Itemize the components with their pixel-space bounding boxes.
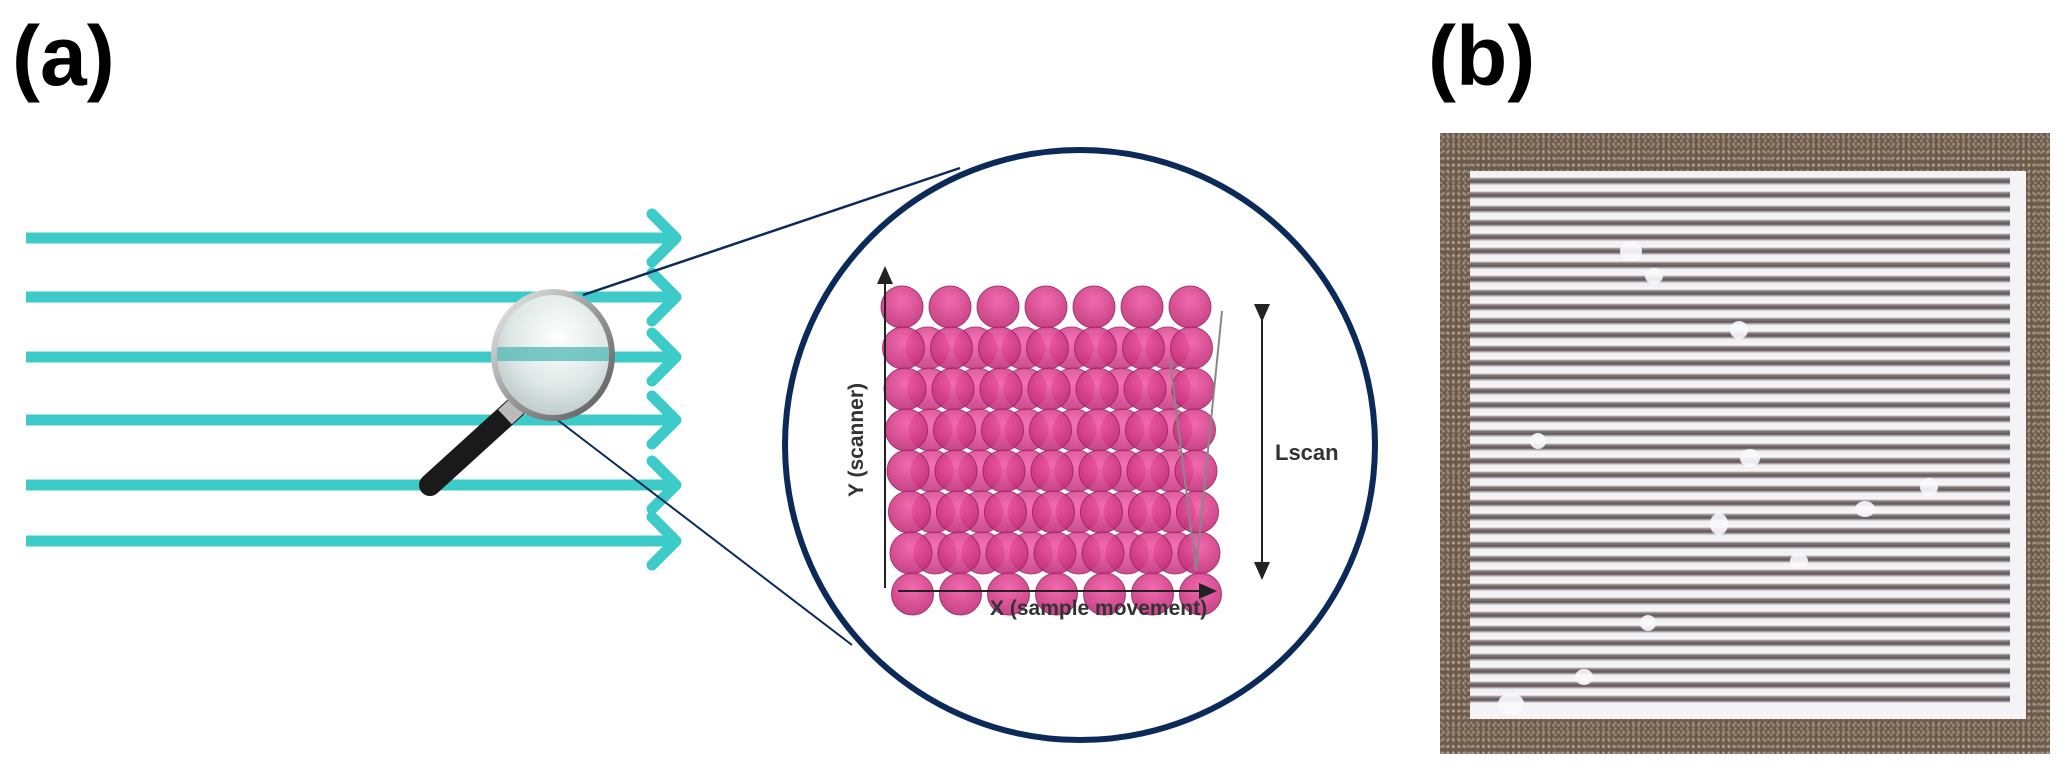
scan-lines [26,208,682,571]
laser-spot [933,408,976,452]
sample-photo [1440,133,2050,754]
laser-spot [1126,449,1170,493]
laser-spot [1128,490,1171,534]
laser-spot [1026,326,1069,370]
laser-spot [1123,367,1167,411]
scanner-zigzag-path [1169,310,1223,571]
laser-spot [1170,326,1213,370]
laser-spot [934,449,978,493]
laser-spot [1171,367,1215,411]
x-axis-label: X (sample movement) [990,597,1208,620]
laser-spot [987,572,1030,616]
panel-label-b: (b) [1428,9,1536,103]
laser-spot [1080,490,1123,534]
laser-spot [889,531,933,575]
laser-spot [1120,285,1164,329]
lscan-label: Lscan [1275,440,1339,465]
laser-spot [931,367,975,411]
laser-spot [1030,449,1074,493]
laser-spot [979,367,1023,411]
laser-spot [930,326,973,370]
laser-spot [1176,490,1219,534]
connector-line-bottom [554,417,853,646]
scan-arrow-head [646,267,682,327]
laser-spot [1072,285,1116,329]
laser-spot [891,572,934,616]
laser-spot-grid [880,285,1222,616]
laser-spot [880,285,924,329]
laser-spot [1131,572,1174,616]
laser-spot [985,531,1029,575]
panel-label-a: (a) [12,9,115,103]
laser-spot [936,490,979,534]
magnifying-glass-icon [419,289,615,496]
scan-arrow-head [646,390,682,450]
laser-spot [1077,408,1120,452]
laser-spot [1075,367,1119,411]
laser-spot [882,326,925,370]
laser-spot [1033,531,1077,575]
connector-line-top [582,166,961,297]
scan-arrow-head [646,511,682,571]
scan-arrow-head [646,455,682,515]
laser-spot [939,572,982,616]
laser-spot [1032,490,1075,534]
laser-spot [1081,531,1125,575]
laser-spot [1083,572,1126,616]
laser-spot [1074,326,1117,370]
laser-spot [1035,572,1078,616]
scanned-region [1470,171,2026,719]
laser-spot [978,326,1021,370]
laser-spot [1125,408,1168,452]
laser-spot [883,367,927,411]
scan-arrow-head [646,208,682,268]
laser-spot [981,408,1024,452]
laser-spot [1027,367,1071,411]
laser-spot [886,449,930,493]
laser-spot [982,449,1026,493]
scan-arrow-head [646,327,682,387]
y-axis-label: Y (scanner) [845,383,868,497]
laser-spot [937,531,981,575]
laser-spot [1168,285,1212,329]
laser-spot [1122,326,1165,370]
laser-spot [1024,285,1068,329]
laser-spot [928,285,972,329]
laser-spot [1029,408,1072,452]
laser-spot [984,490,1027,534]
laser-spot [1078,449,1122,493]
laser-spot [885,408,928,452]
laser-spot [888,490,931,534]
laser-spot [976,285,1020,329]
laser-spot [1129,531,1173,575]
